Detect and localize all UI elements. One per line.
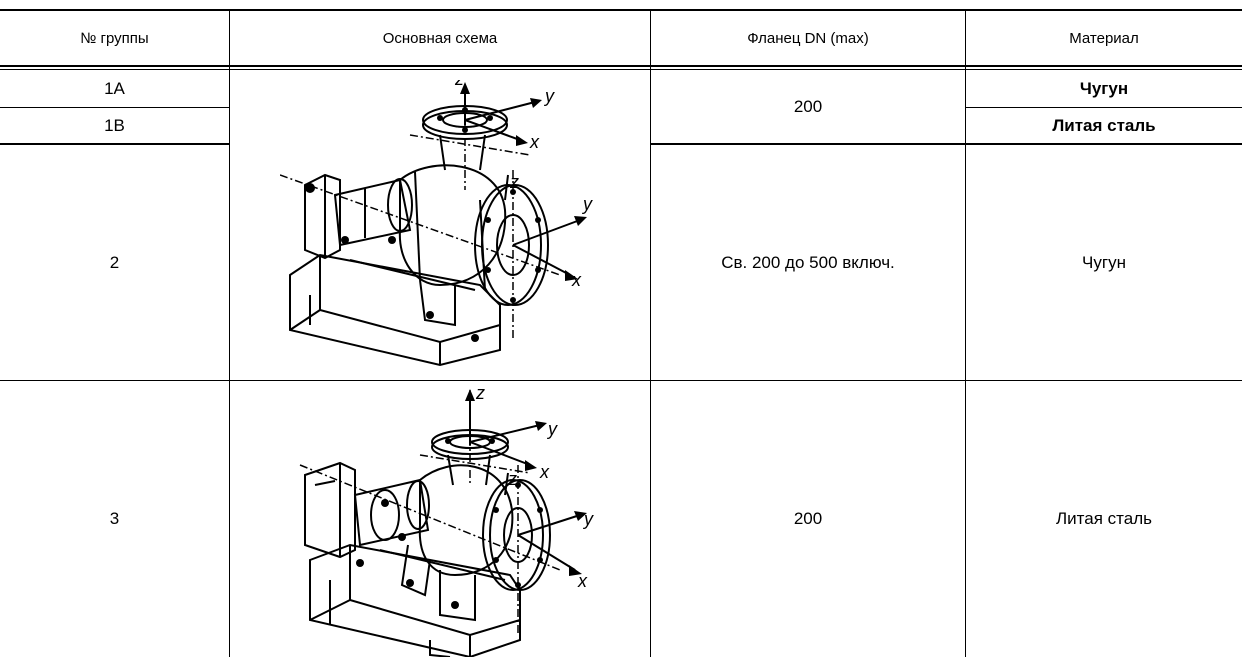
row-1b-flange-bottom-border bbox=[650, 143, 1242, 145]
row-3-flange: 200 bbox=[793, 509, 823, 528]
row-2-material: Чугун bbox=[1082, 252, 1126, 272]
row-1b-material: Литая сталь bbox=[1052, 115, 1156, 135]
axis-z2-label: z bbox=[509, 172, 519, 192]
row-1ab-flange: 200 bbox=[793, 96, 823, 116]
header-bottom-border bbox=[0, 65, 1242, 67]
row-2-bottom-border bbox=[0, 380, 1242, 381]
col-divider-2 bbox=[650, 10, 651, 657]
header-scheme: Основная схема bbox=[382, 29, 498, 47]
axis-z3-label: z bbox=[475, 385, 485, 403]
row-3-group: 3 bbox=[109, 509, 120, 528]
header-bottom-border-double bbox=[0, 69, 1242, 70]
axis-z4-label: z bbox=[507, 469, 517, 489]
row-2-flange: Св. 200 до 500 включ. bbox=[721, 252, 895, 272]
col-divider-3 bbox=[965, 10, 966, 657]
axis-z-label: z bbox=[454, 80, 464, 89]
axis-x3-label: x bbox=[539, 462, 550, 482]
axis-y4-label: y bbox=[582, 509, 594, 529]
axis-x-label: x bbox=[529, 132, 540, 152]
row-1a-group: 1A bbox=[104, 78, 125, 98]
axis-x2-label: x bbox=[571, 270, 582, 290]
row-2-group: 2 bbox=[109, 252, 120, 272]
row-1a-bottom-border bbox=[0, 107, 230, 108]
header-material: Материал bbox=[1069, 29, 1139, 47]
row-1a-material: Чугун bbox=[1079, 78, 1129, 98]
axis-y-label: y bbox=[543, 86, 555, 106]
header-flange: Фланец DN (max) bbox=[747, 29, 869, 47]
row-3-material: Литая сталь bbox=[1056, 509, 1152, 528]
col-divider-1 bbox=[229, 10, 230, 657]
pump-scheme-drawing-2: z y x z y x bbox=[299, 385, 594, 657]
header-group: № группы bbox=[80, 29, 149, 47]
table-top-border bbox=[0, 9, 1242, 11]
row-1b-group: 1B bbox=[104, 115, 125, 135]
pump-scheme-drawing-1: z y x z y x bbox=[280, 80, 593, 367]
axis-y3-label: y bbox=[546, 419, 558, 439]
axis-y2-label: y bbox=[581, 194, 593, 214]
axis-x4-label: x bbox=[577, 571, 588, 591]
row-1a-material-bottom-border bbox=[965, 107, 1242, 108]
row-1b-bottom-border bbox=[0, 143, 230, 145]
